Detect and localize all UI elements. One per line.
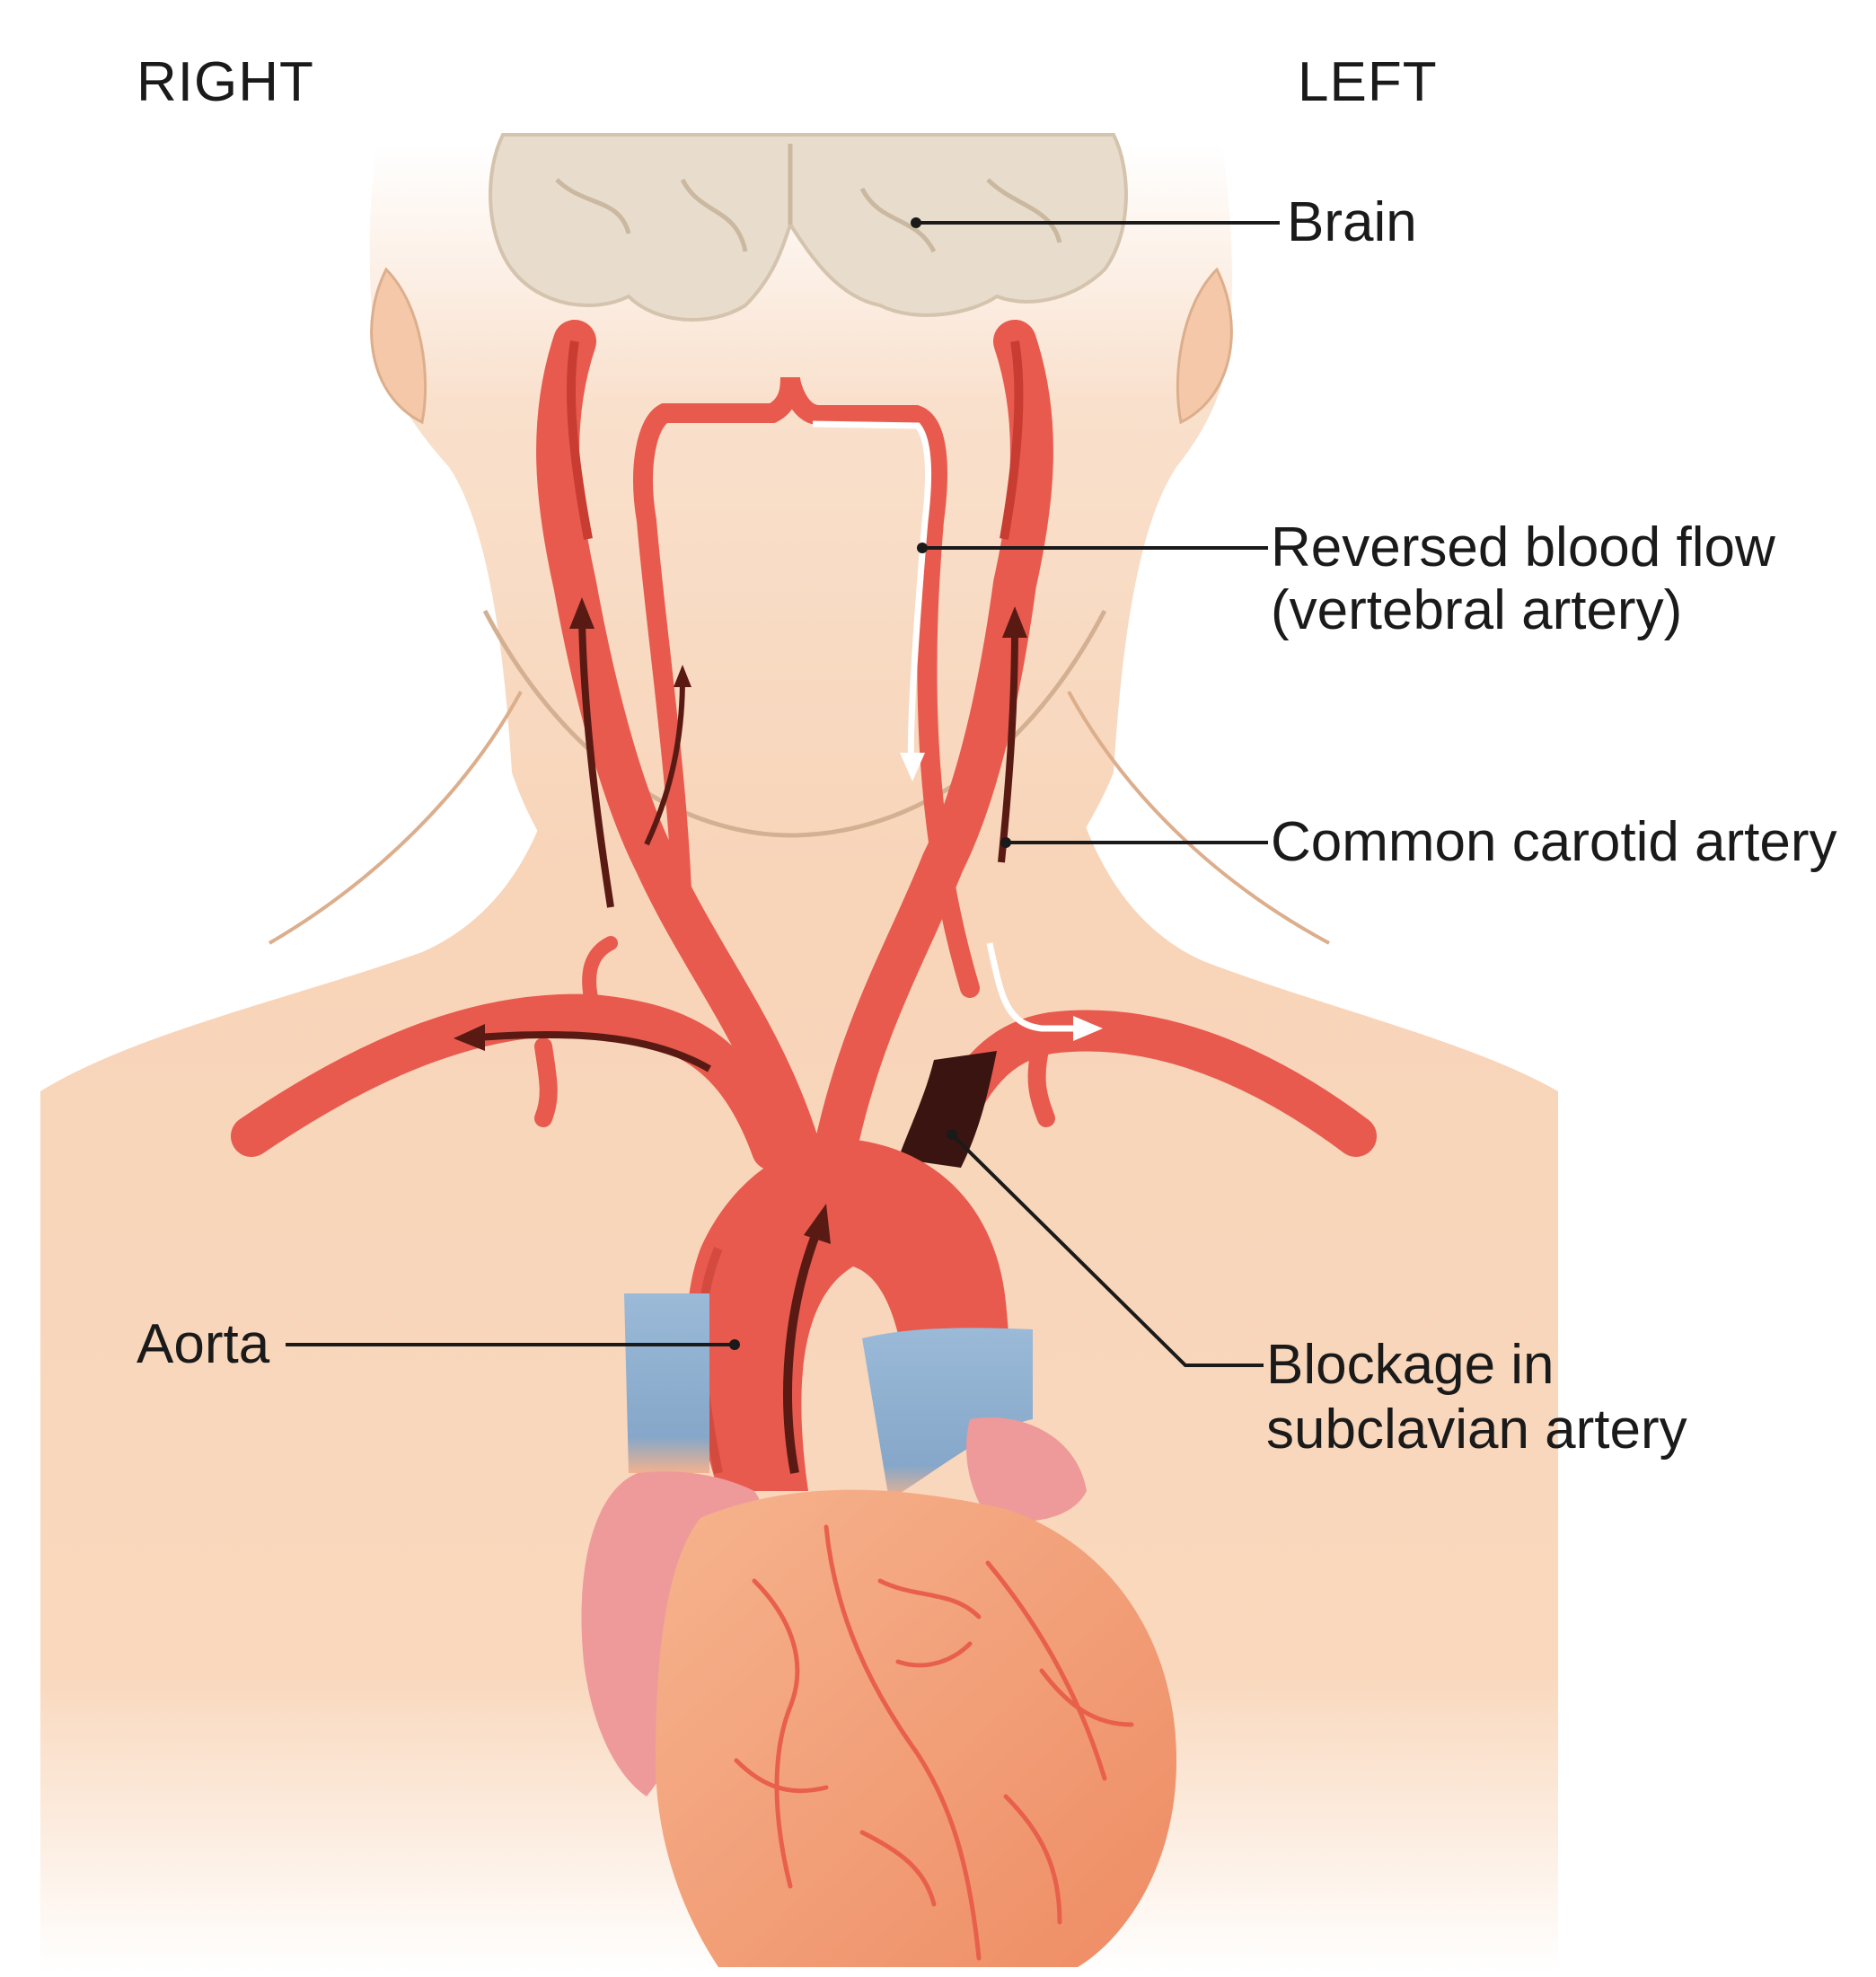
aorta-label: Aorta (137, 1313, 270, 1375)
blockage-label-line2: subclavian artery (1266, 1399, 1687, 1461)
reversed-flow-label-line1: Reversed blood flow (1271, 516, 1775, 578)
orientation-left-label: LEFT (1298, 51, 1438, 113)
brain-label: Brain (1287, 191, 1417, 253)
reversed-flow-label-line2: (vertebral artery) (1271, 579, 1682, 641)
blockage-label-line1: Blockage in (1266, 1334, 1555, 1396)
superior-vena-cava (624, 1293, 709, 1473)
orientation-right-label: RIGHT (137, 51, 314, 113)
neck-outline-right (269, 692, 521, 943)
carotid-label: Common carotid artery (1271, 811, 1837, 873)
